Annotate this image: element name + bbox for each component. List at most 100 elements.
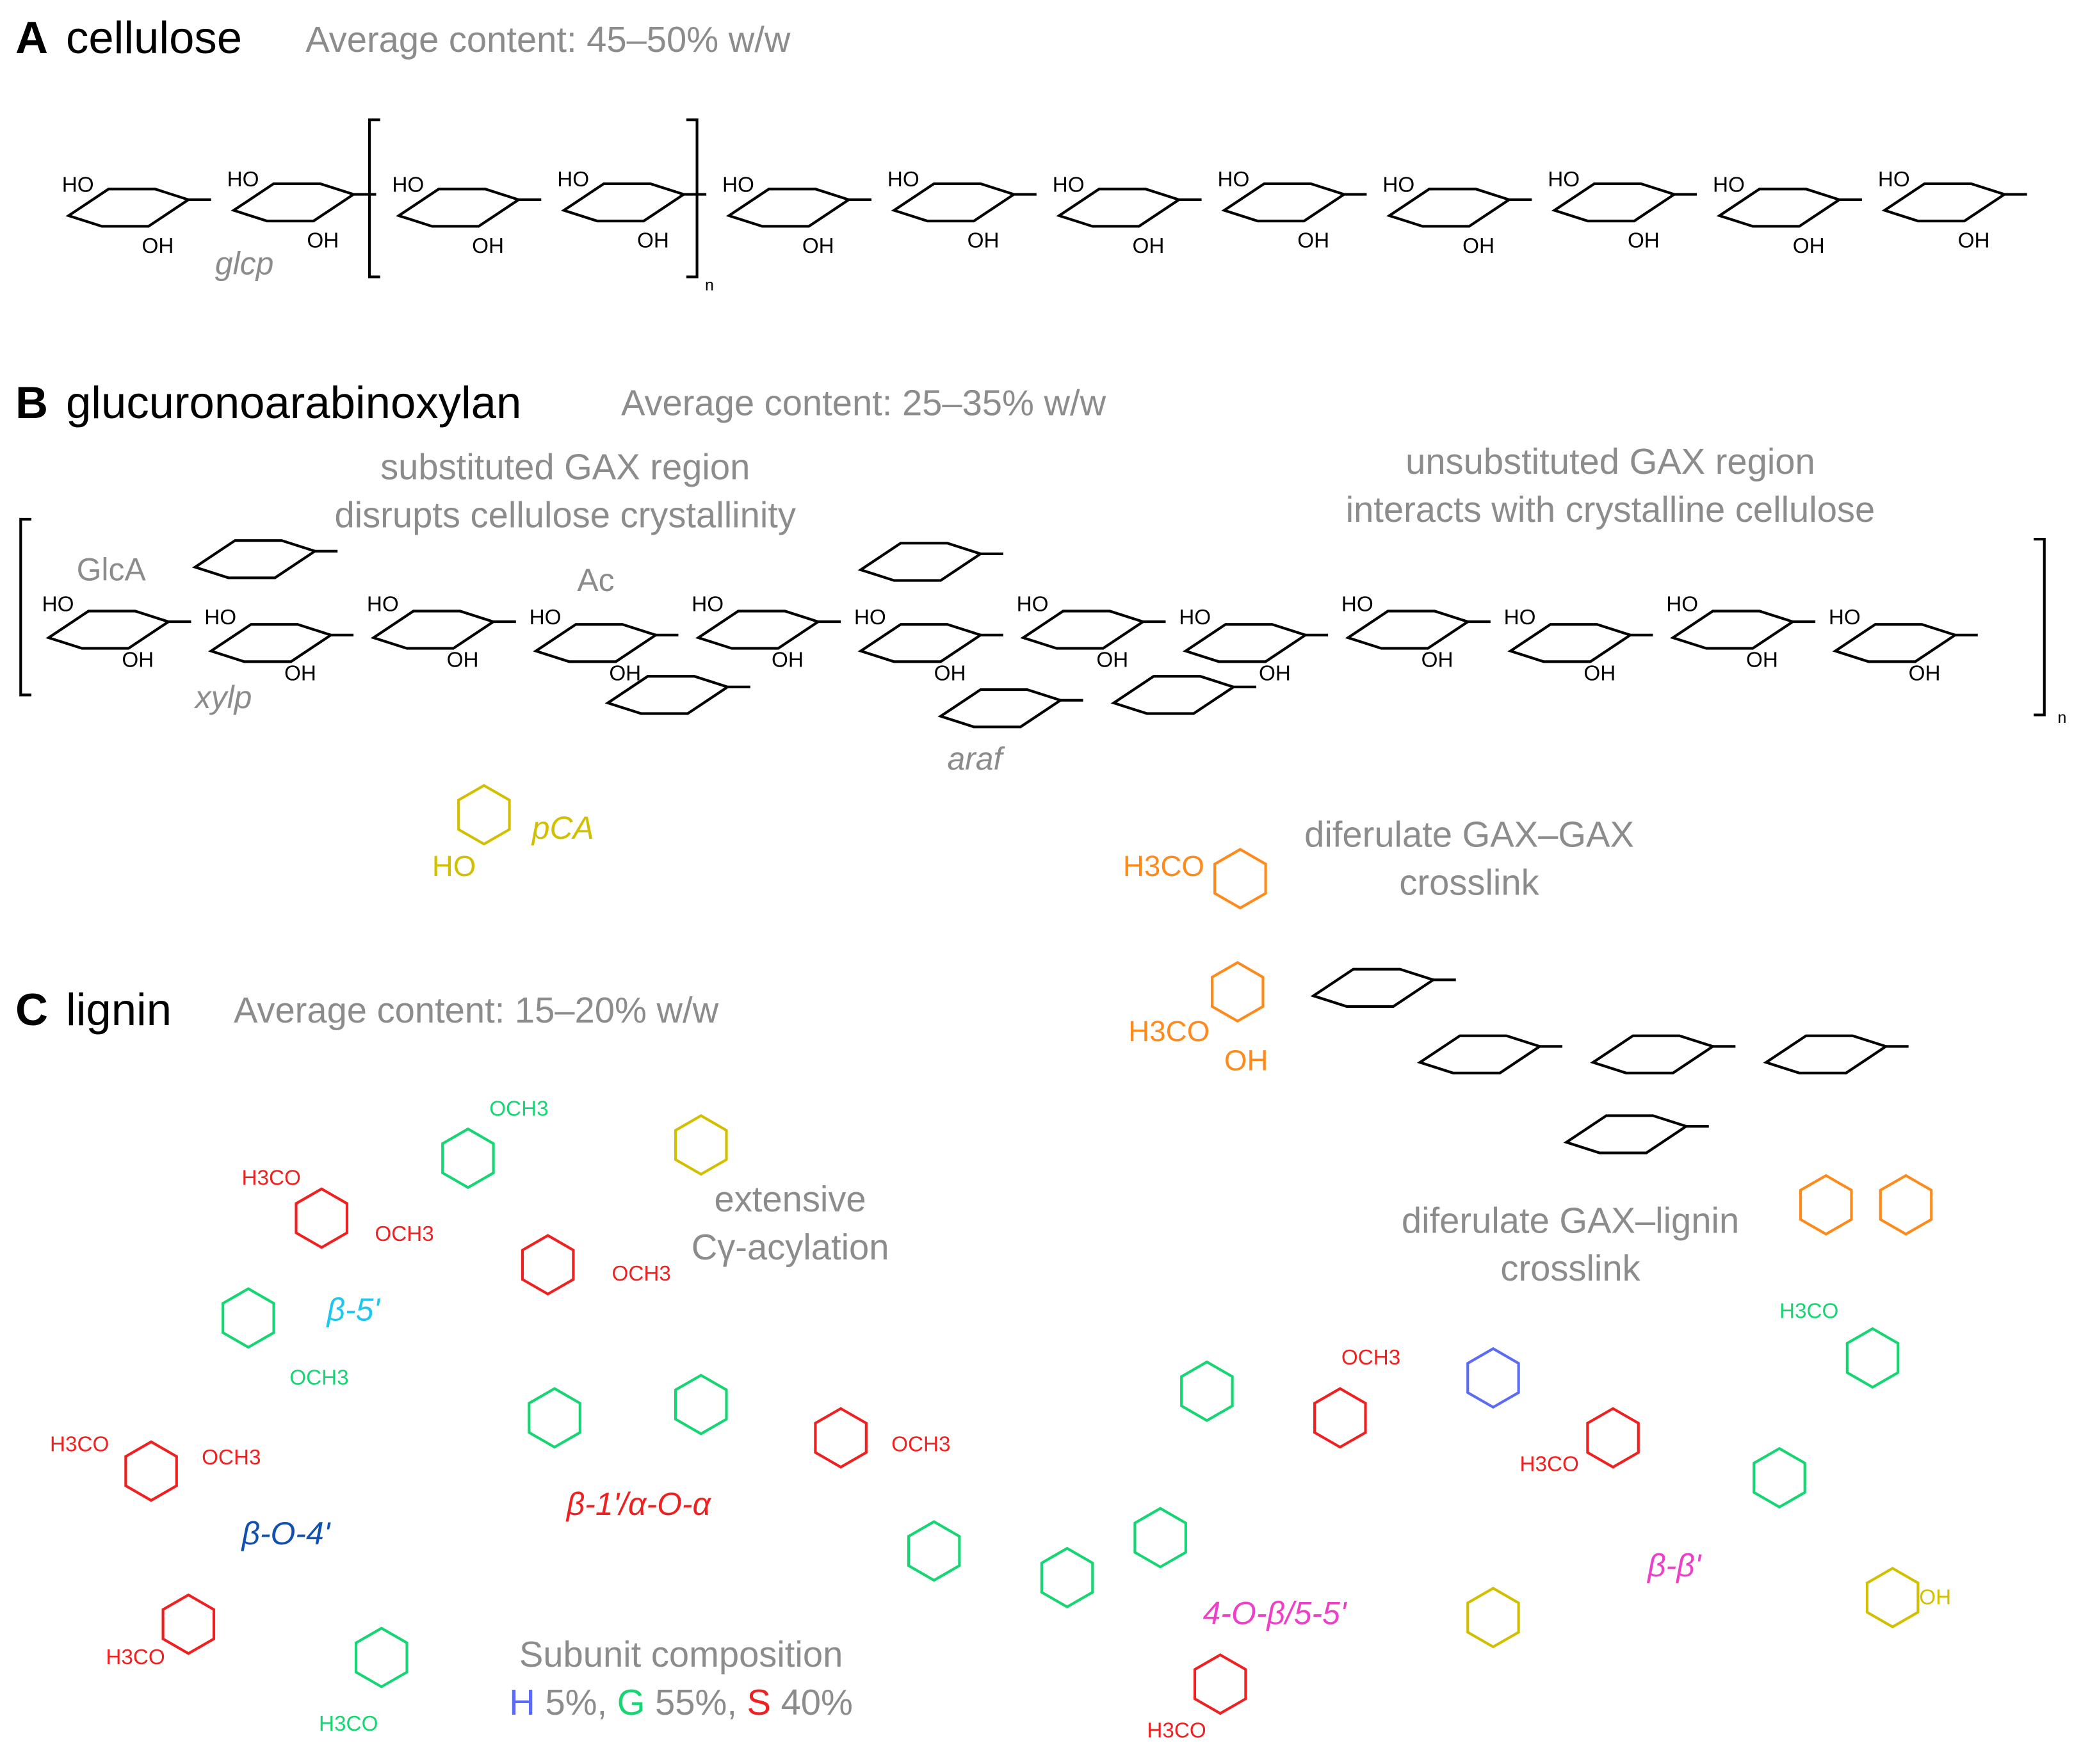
aromatic-ring — [457, 784, 511, 846]
pca-ho: HO — [432, 850, 476, 882]
group-label: OH — [1583, 661, 1615, 685]
group-label: HO — [62, 173, 94, 197]
group-label: OH — [1628, 229, 1660, 253]
group-label: HO — [42, 592, 74, 616]
sugar-ring — [191, 539, 318, 579]
aromatic-ring — [528, 1387, 581, 1449]
group-label: OH — [1958, 229, 1990, 253]
aromatic-ring — [1313, 1387, 1367, 1449]
group-label: HO — [1179, 606, 1211, 629]
glca-label: GlcA — [77, 552, 147, 588]
cellulose-title: cellulose — [66, 12, 242, 63]
group-label: OH — [1132, 234, 1164, 258]
linkage-beta-beta: β-β' — [1646, 1548, 1702, 1583]
group-label: H3CO — [1147, 1719, 1206, 1742]
panel-cellulose: A cellulose Average content: 45–50% w/w … — [15, 12, 2027, 294]
substituted-region-desc: disrupts cellulose crystallinity — [334, 494, 796, 535]
gax-content: Average content: 25–35% w/w — [621, 383, 1106, 423]
aromatic-ring — [354, 1626, 409, 1688]
group-label: HO — [227, 168, 259, 191]
aromatic-ring — [1210, 960, 1265, 1023]
gax-chain: HOOHHOOHHOOHHOOHHOOHHOOHHOOHHOOHHOOHHOOH… — [42, 539, 1978, 1236]
group-label: H3CO — [106, 1646, 165, 1669]
aromatic-ring — [161, 1593, 216, 1655]
aromatic-ring — [1865, 1566, 1920, 1629]
group-label: HO — [530, 606, 562, 629]
aromatic-ring — [1040, 1546, 1094, 1609]
sugar-ring — [560, 182, 687, 223]
aromatic-ring — [1753, 1446, 1806, 1509]
group-label: H3CO — [1520, 1453, 1579, 1477]
aromatic-ring — [1466, 1347, 1520, 1409]
aromatic-ring — [441, 1127, 495, 1190]
sugar-ring — [1563, 1114, 1690, 1154]
group-label: OH — [447, 649, 479, 672]
aromatic-ring — [1180, 1360, 1234, 1422]
aromatic-ring — [674, 1373, 728, 1436]
group-label: HO — [1017, 592, 1049, 616]
panel-gax: B glucuronoarabinoxylan Average content:… — [15, 377, 2067, 1236]
group-label: OH — [142, 234, 174, 258]
group-label: H3CO — [241, 1167, 300, 1190]
ac-label: Ac — [577, 562, 614, 598]
xylp-label: xylp — [194, 679, 252, 715]
group-label: OCH3 — [891, 1432, 950, 1456]
sugar-ring — [370, 610, 497, 650]
group-label: OH — [307, 229, 339, 253]
panel-lignin: C lignin Average content: 15–20% w/w OCH… — [15, 984, 1951, 1742]
sugar-ring — [1020, 610, 1146, 650]
repeat-bracket — [368, 118, 699, 279]
sugar-ring — [533, 623, 659, 663]
sugar-ring — [1110, 675, 1237, 715]
aromatic-ring — [1586, 1407, 1640, 1469]
h-unit: H — [509, 1682, 535, 1722]
cellulose-content: Average content: 45–50% w/w — [305, 19, 791, 60]
g-percent: 55%, — [645, 1682, 747, 1722]
group-label: OCH3 — [289, 1366, 348, 1389]
g-unit: G — [617, 1682, 645, 1722]
sugar-ring — [1345, 610, 1471, 650]
group-label: OCH3 — [611, 1262, 670, 1286]
group-label: HO — [204, 606, 236, 629]
group-label: HO — [887, 168, 919, 191]
aromatic-ring — [295, 1187, 349, 1249]
aromatic-ring — [1466, 1587, 1520, 1649]
lignin-title: lignin — [66, 984, 172, 1035]
group-label: OH — [1919, 1585, 1951, 1609]
group-label: OCH3 — [1341, 1346, 1400, 1370]
panel-letter-c: C — [15, 984, 48, 1035]
group-label: OCH3 — [202, 1446, 261, 1469]
aromatic-ring — [814, 1407, 868, 1469]
unsubstituted-region-desc: interacts with crystalline cellulose — [1346, 489, 1875, 530]
sugar-ring — [857, 623, 984, 663]
acylation-label: extensive — [715, 1179, 866, 1219]
group-label: HO — [1504, 606, 1536, 629]
aromatic-ring — [1213, 848, 1267, 910]
composition-values: H 5%, G 55%, S 40% — [509, 1682, 853, 1722]
acylation-desc: Cγ-acylation — [692, 1227, 889, 1267]
diferulate-gax-gax-label: diferulate GAX–GAX — [1304, 814, 1634, 854]
sugar-ring — [1832, 623, 1959, 663]
s-percent: 40% — [771, 1682, 853, 1722]
sugar-ring — [857, 542, 984, 582]
group-label: OH — [1793, 234, 1825, 258]
group-label: OH — [1909, 661, 1941, 685]
group-label: OH — [609, 661, 641, 685]
sugar-ring — [1507, 623, 1633, 663]
group-label: HO — [1382, 173, 1414, 197]
ferulate-oh: OH — [1224, 1044, 1268, 1077]
gax-title: glucuronoarabinoxylan — [66, 377, 521, 428]
aromatic-ring — [1879, 1174, 1933, 1236]
group-label: H3CO — [319, 1712, 378, 1736]
diferulate-gax-gax-desc: crosslink — [1399, 862, 1539, 902]
diferulate-gax-lignin-desc: crosslink — [1500, 1248, 1640, 1288]
group-label: OH — [802, 234, 834, 258]
sugar-ring — [1669, 610, 1796, 650]
ferulate-h3co: H3CO — [1123, 850, 1204, 882]
group-label: OH — [968, 229, 1000, 253]
glcp-label: glcp — [215, 245, 274, 281]
group-label: OCH3 — [375, 1222, 433, 1246]
linkage-beta-5: β-5' — [326, 1292, 381, 1328]
repeat-n: n — [2058, 709, 2067, 727]
panel-letter-a: A — [15, 12, 48, 63]
